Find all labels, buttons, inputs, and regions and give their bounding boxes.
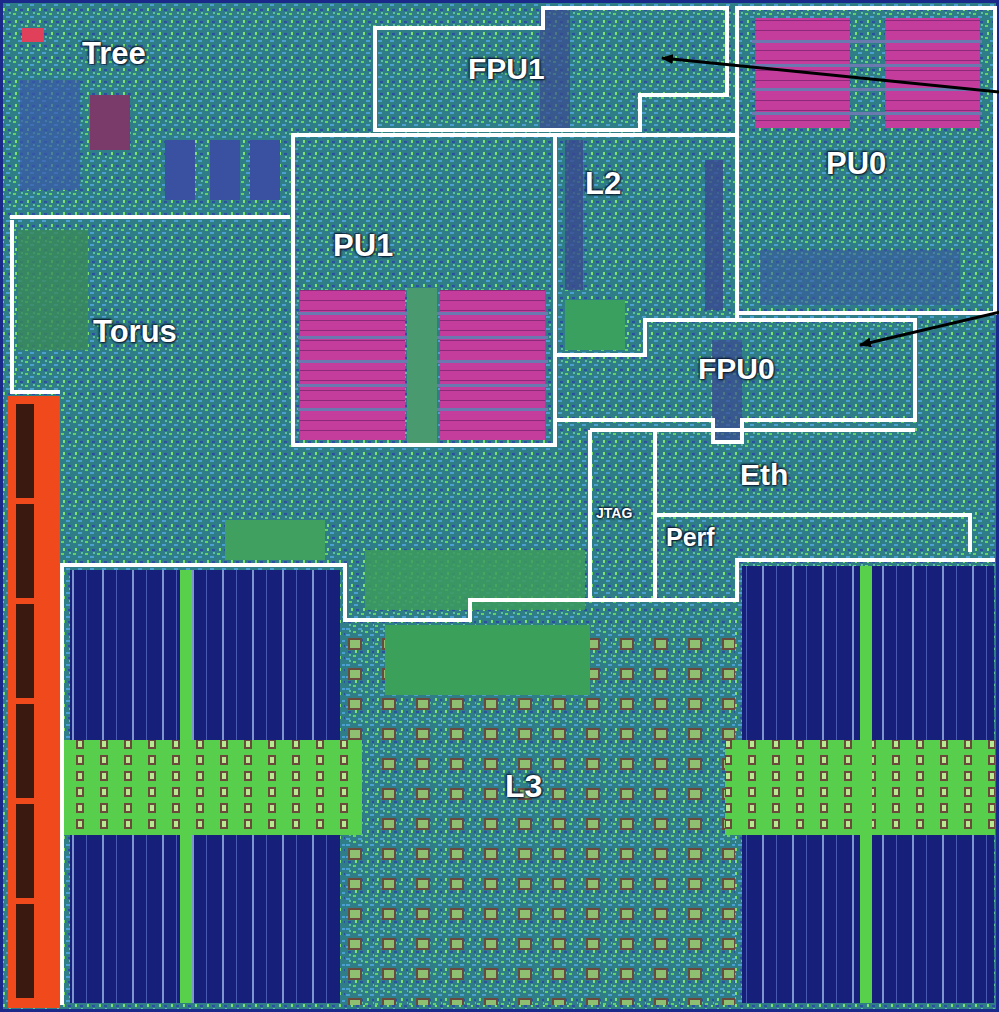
chip-region: JTAG — [590, 430, 655, 600]
io-strip — [8, 396, 60, 1008]
io-cell — [16, 904, 34, 998]
edram-array — [70, 570, 340, 740]
chip-region: Eth — [655, 430, 970, 515]
region-label: PU0 — [826, 146, 886, 182]
array-divider — [752, 88, 982, 91]
leader-arrow — [662, 58, 999, 92]
chip-region: PU0 — [737, 8, 995, 313]
region-outline — [62, 560, 995, 1005]
region-label: JTAG — [596, 505, 632, 521]
chip-region: Perf — [655, 515, 735, 600]
edram-spine — [860, 566, 872, 1003]
region-outline — [375, 8, 727, 130]
circuit-block — [22, 28, 44, 42]
circuit-block — [565, 300, 625, 350]
edram-array — [70, 835, 340, 1003]
edram-periphery — [62, 740, 362, 835]
circuit-block — [165, 140, 195, 200]
circuit-block — [705, 160, 723, 310]
region-label: Tree — [82, 36, 146, 72]
region-outline — [10, 215, 290, 219]
chip-region: FPU1 — [375, 8, 727, 130]
io-cell — [16, 804, 34, 898]
array-divider — [752, 112, 982, 115]
region-label: Torus — [93, 314, 177, 350]
chip-region: Tree — [10, 10, 370, 215]
region-outline — [590, 430, 655, 600]
region-label: FPU1 — [468, 52, 545, 87]
io-cell — [16, 604, 34, 698]
region-label: FPU0 — [698, 352, 775, 387]
circuit-block — [760, 250, 960, 305]
chip-region: L2 — [555, 135, 737, 355]
region-label: Eth — [740, 458, 788, 493]
array-spine — [407, 288, 437, 443]
circuit-block — [18, 230, 88, 350]
die-surface — [3, 3, 996, 1009]
circuit-block — [210, 140, 240, 200]
array-divider — [752, 40, 982, 43]
leader-arrow — [860, 312, 999, 345]
region-outline — [293, 135, 555, 445]
region-label: L2 — [585, 166, 621, 202]
region-outline — [737, 8, 995, 313]
chip-region: PU1 — [293, 135, 555, 445]
region-label: Perf — [666, 523, 715, 552]
region-label: PU1 — [333, 228, 393, 264]
circuit-block — [250, 140, 280, 200]
chip-region: L3 — [62, 560, 997, 1005]
io-cell — [16, 704, 34, 798]
chip-region: Torus — [10, 220, 293, 392]
region-outline — [12, 220, 60, 392]
edram-spine — [180, 570, 192, 1003]
circuit-block — [385, 625, 590, 695]
edram-control — [345, 620, 735, 1005]
region-label: L3 — [505, 768, 542, 805]
circuit-block — [225, 520, 325, 560]
chip-region: FPU0 — [555, 320, 915, 420]
region-outline — [655, 430, 970, 552]
io-cell — [16, 404, 34, 498]
region-outline — [555, 320, 915, 442]
cache-array — [885, 18, 980, 128]
array-divider — [752, 64, 982, 67]
circuit-block — [20, 80, 80, 190]
circuit-block — [90, 95, 130, 150]
circuit-block — [565, 140, 583, 290]
io-cell — [16, 504, 34, 598]
